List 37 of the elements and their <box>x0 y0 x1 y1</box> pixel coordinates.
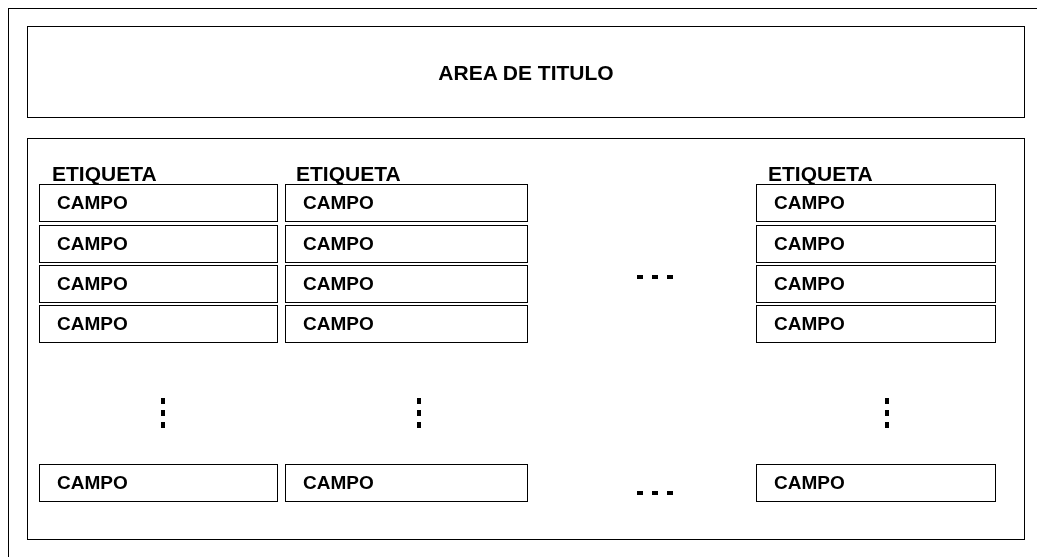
field-box <box>39 464 278 502</box>
field-box <box>285 225 528 263</box>
field-label: CAMPO <box>57 192 128 214</box>
field-box <box>756 184 996 222</box>
field-box <box>756 225 996 263</box>
field-label: CAMPO <box>774 233 845 255</box>
field-box <box>39 305 278 343</box>
column-label: ETIQUETA <box>296 162 401 186</box>
field-label: CAMPO <box>303 192 374 214</box>
field-label: CAMPO <box>303 273 374 295</box>
field-box <box>285 184 528 222</box>
field-label: CAMPO <box>774 192 845 214</box>
frame-box <box>27 138 1025 540</box>
field-box <box>39 184 278 222</box>
field-box <box>756 305 996 343</box>
field-label: CAMPO <box>774 472 845 494</box>
field-label: CAMPO <box>57 313 128 335</box>
field-label: CAMPO <box>303 472 374 494</box>
field-box <box>285 464 528 502</box>
field-box <box>756 265 996 303</box>
field-box <box>285 265 528 303</box>
column-label: ETIQUETA <box>52 162 157 186</box>
field-box <box>39 225 278 263</box>
field-label: CAMPO <box>774 313 845 335</box>
field-box <box>39 265 278 303</box>
field-label: CAMPO <box>57 273 128 295</box>
field-label: CAMPO <box>57 233 128 255</box>
field-label: CAMPO <box>303 313 374 335</box>
field-box <box>756 464 996 502</box>
field-label: CAMPO <box>774 273 845 295</box>
field-box <box>285 305 528 343</box>
field-label: CAMPO <box>303 233 374 255</box>
column-label: ETIQUETA <box>768 162 873 186</box>
frame-box <box>8 8 1037 557</box>
title-area-box <box>27 26 1025 118</box>
field-label: CAMPO <box>57 472 128 494</box>
title-text: AREA DE TITULO <box>438 61 614 85</box>
